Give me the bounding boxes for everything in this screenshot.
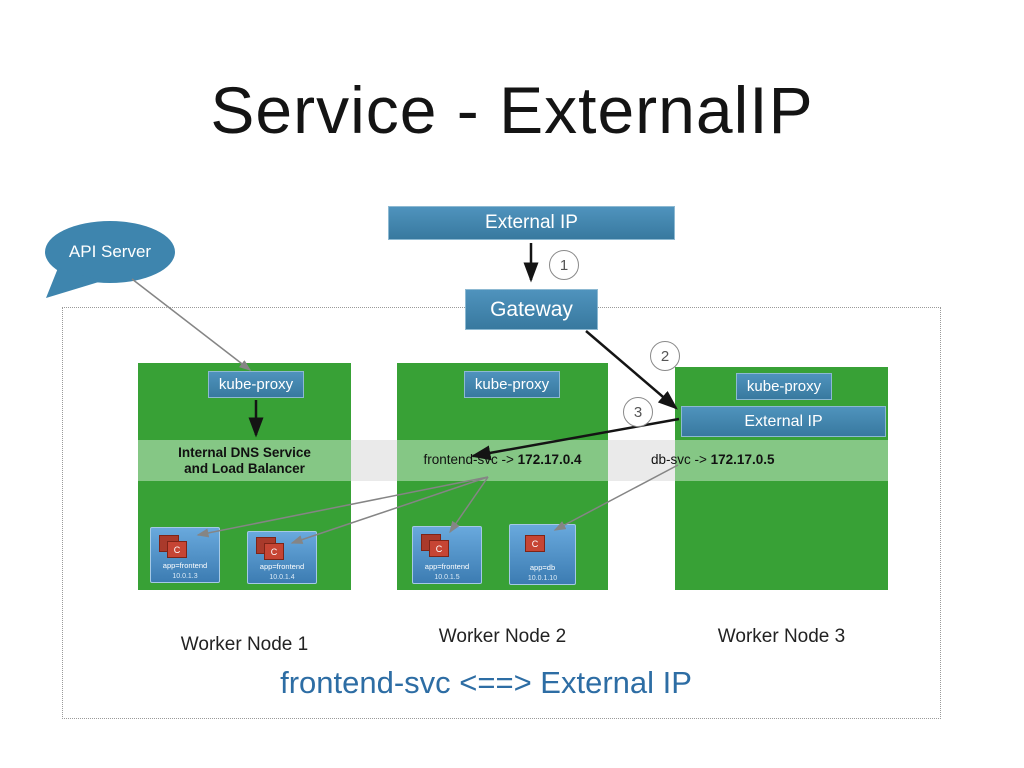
node-3-external-ip-box: External IP [681, 406, 886, 437]
step-badge-2: 2 [650, 341, 680, 371]
bottom-caption: frontend-svc <==> External IP [280, 665, 692, 700]
pod-ip-label: 10.0.1.4 [269, 574, 295, 581]
container-icon: C [167, 541, 187, 558]
frontend-svc-ip: 172.17.0.4 [517, 452, 582, 467]
node-2-kube-proxy: kube-proxy [464, 371, 560, 398]
pod-ip-label: 10.0.1.10 [527, 575, 558, 582]
pod-app-label: app=frontend [259, 562, 305, 571]
container-icon: C [264, 543, 284, 560]
step-badge-3: 3 [623, 397, 653, 427]
api-server-callout: API Server [45, 221, 175, 283]
container-letter: C [435, 543, 443, 554]
node-1-kube-proxy: kube-proxy [208, 371, 304, 398]
frontend-svc-mapping: frontend-svc -> 172.17.0.4 [397, 452, 608, 467]
external-ip-box: External IP [388, 206, 675, 240]
pod-app-label: app=frontend [424, 562, 470, 571]
pod-frontend-10-0-1-3: C app=frontend 10.0.1.3 [150, 527, 220, 583]
container-icon: C [429, 540, 449, 557]
step-badge-1: 1 [549, 250, 579, 280]
internal-dns-label: Internal DNS Service and Load Balancer [140, 445, 349, 477]
pod-ip-label: 10.0.1.3 [172, 573, 198, 580]
container-letter: C [173, 544, 181, 555]
pod-app-label: app=db [529, 563, 556, 572]
pod-frontend-10-0-1-4: C app=frontend 10.0.1.4 [247, 531, 317, 584]
worker-node-3-label: Worker Node 3 [717, 626, 846, 647]
api-server-label: API Server [68, 242, 152, 261]
container-letter: C [270, 546, 278, 557]
worker-node-2-label: Worker Node 2 [438, 626, 567, 647]
db-svc-mapping: db-svc -> 172.17.0.5 [651, 452, 774, 467]
container-icon: C [525, 535, 545, 552]
node-3-service-band [675, 440, 888, 481]
gateway-box: Gateway [465, 289, 598, 330]
node-1-service-band [138, 440, 351, 481]
worker-node-1-label: Worker Node 1 [180, 634, 309, 655]
slide-title: Service - ExternalIP [210, 73, 814, 147]
pod-ip-label: 10.0.1.5 [434, 574, 460, 581]
pod-db-10-0-1-10: C app=db 10.0.1.10 [509, 524, 576, 585]
db-svc-name: db-svc -> [651, 452, 711, 467]
dns-line-1: Internal DNS Service [178, 445, 311, 460]
db-svc-ip: 172.17.0.5 [710, 452, 775, 467]
dns-line-2: and Load Balancer [184, 461, 305, 476]
container-letter: C [531, 538, 539, 549]
pod-frontend-10-0-1-5: C app=frontend 10.0.1.5 [412, 526, 482, 584]
node-3-kube-proxy: kube-proxy [736, 373, 832, 400]
pod-app-label: app=frontend [162, 561, 208, 570]
frontend-svc-name: frontend-svc -> [423, 452, 518, 467]
